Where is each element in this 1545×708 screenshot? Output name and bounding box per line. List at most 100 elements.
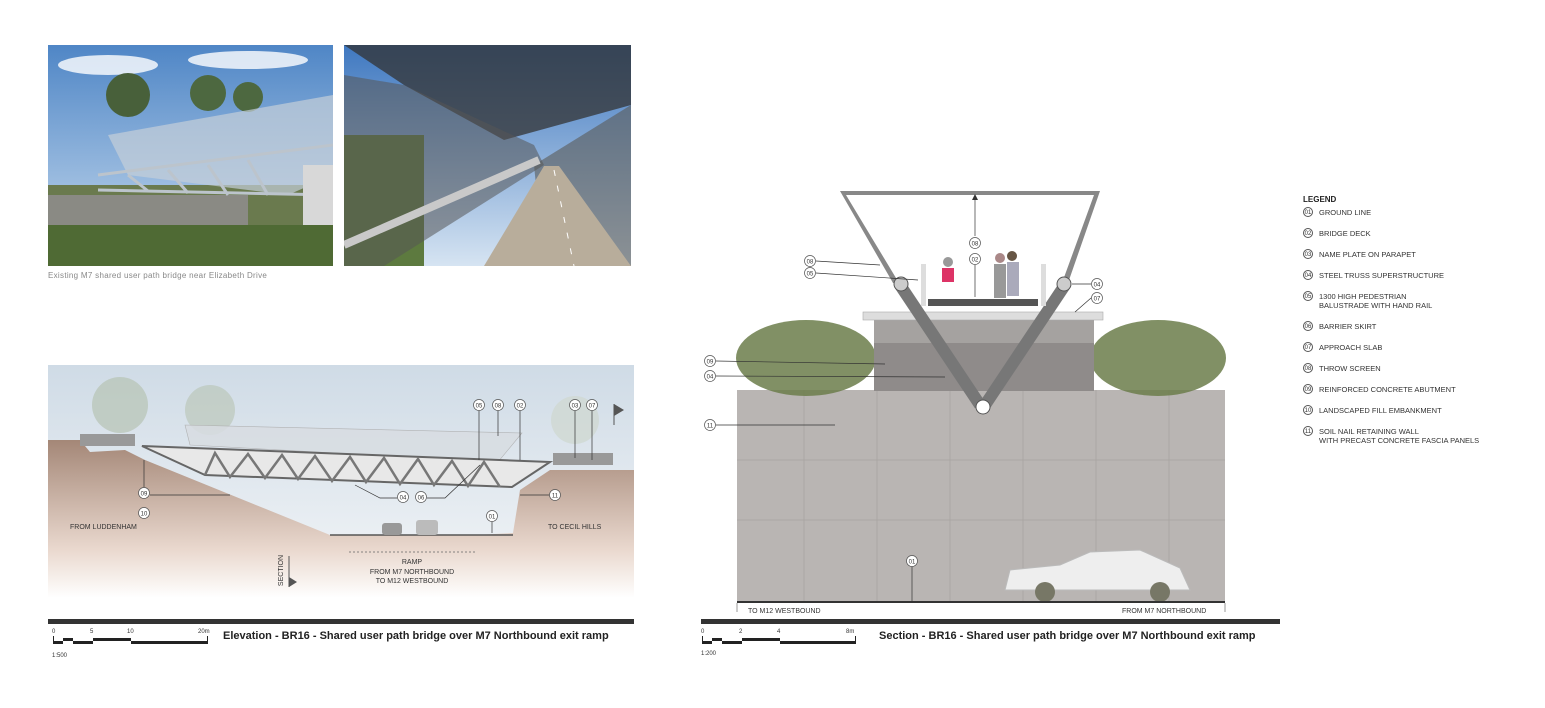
balustrade-right <box>1041 264 1046 306</box>
elevation-callouts: 05 08 02 03 07 09 10 04 06 11 01 <box>138 399 598 522</box>
callout-11: 11 <box>549 489 561 501</box>
vegetation-right <box>1090 320 1226 396</box>
svg-text:04: 04 <box>400 496 407 502</box>
legend-item: 01 GROUND LINE <box>1303 207 1372 217</box>
throw-screen-frame <box>840 191 1100 283</box>
legend-number: 07 <box>1303 342 1313 352</box>
label-from-luddenham: FROM LUDDENHAM <box>70 524 137 531</box>
photo-bridge-side-view <box>48 45 333 266</box>
callout-01: 01 <box>906 555 918 567</box>
svg-text:05: 05 <box>476 404 483 410</box>
callout-03: 03 <box>569 399 581 411</box>
legend-item: 10 LANDSCAPED FILL EMBANKMENT <box>1303 405 1442 415</box>
truss-deck <box>141 445 554 489</box>
callout-02: 02 <box>969 253 981 265</box>
elevation-scale-tick-5: 5 <box>90 629 94 635</box>
car <box>416 520 438 535</box>
elevation-scale-bar <box>53 636 208 644</box>
section-callouts: 08 02 08 05 04 07 09 04 11 01 <box>704 237 1103 567</box>
svg-text:04: 04 <box>1094 283 1101 289</box>
svg-text:02: 02 <box>972 258 979 264</box>
svg-text:11: 11 <box>552 494 559 500</box>
svg-text:02: 02 <box>517 404 524 410</box>
legend-number: 03 <box>1303 249 1313 259</box>
legend-number: 11 <box>1303 426 1313 436</box>
elevation-title-bar <box>48 619 634 624</box>
svg-text:09: 09 <box>141 492 148 498</box>
label-to-m12-westbound: TO M12 WESTBOUND <box>748 608 821 615</box>
legend-text: APPROACH SLAB <box>1319 343 1383 352</box>
bridge-side-photo-image <box>48 45 333 266</box>
legend-text: GROUND LINE <box>1319 208 1372 217</box>
section-drawing <box>715 191 1226 612</box>
elevation-scale-tick-0: 0 <box>52 629 56 635</box>
elevation-drawing <box>48 365 634 598</box>
legend-text: LANDSCAPED FILL EMBANKMENT <box>1319 406 1442 415</box>
callout-07: 07 <box>586 399 598 411</box>
label-from-m7-northbound: FROM M7 NORTHBOUND <box>1122 608 1207 615</box>
section-title: Section - BR16 - Shared user path bridge… <box>879 630 1256 642</box>
section-scale-ratio: 1:200 <box>701 651 717 657</box>
svg-text:01: 01 <box>489 515 496 521</box>
legend-text: BARRIER SKIRT <box>1319 322 1377 331</box>
legend-number: 08 <box>1303 363 1313 373</box>
legend-item: 09 REINFORCED CONCRETE ABUTMENT <box>1303 384 1456 394</box>
legend-number: 01 <box>1303 207 1313 217</box>
approach-slab <box>862 311 1104 321</box>
elevation-scale-tick-20: 20m <box>198 629 210 635</box>
callout-01: 01 <box>486 510 498 522</box>
legend-number: 09 <box>1303 384 1313 394</box>
callout-10: 10 <box>138 507 150 519</box>
car-silhouette <box>1004 549 1191 602</box>
svg-text:09: 09 <box>707 360 714 366</box>
callout-08: 08 <box>804 255 816 267</box>
callout-05: 05 <box>804 267 816 279</box>
elevation-scale-ratio: 1:500 <box>52 653 68 659</box>
truss-web <box>203 450 502 489</box>
legend-item: 07 APPROACH SLAB <box>1303 342 1383 352</box>
bridge-deck-photo-image <box>344 45 631 266</box>
vegetation-left <box>736 320 876 396</box>
svg-text:08: 08 <box>807 260 814 266</box>
svg-text:05: 05 <box>807 272 814 278</box>
legend-number: 10 <box>1303 405 1313 415</box>
section-scale-tick-2: 2 <box>739 629 743 635</box>
section-scale-tick-4: 4 <box>777 629 781 635</box>
svg-text:04: 04 <box>707 375 714 381</box>
svg-text:10: 10 <box>141 512 148 518</box>
ramp-label-line2: FROM M7 NORTHBOUND <box>369 568 455 576</box>
callout-11: 11 <box>704 419 716 431</box>
legend-text: BRIDGE DECK <box>1319 229 1371 238</box>
callout-09: 09 <box>704 355 716 367</box>
svg-text:08: 08 <box>495 404 502 410</box>
truss-member-right <box>980 281 1070 409</box>
section-scale-tick-0: 0 <box>701 629 705 635</box>
svg-text:08: 08 <box>972 242 979 248</box>
callout-05: 05 <box>473 399 485 411</box>
label-to-cecil-hills: TO CECIL HILLS <box>548 524 602 531</box>
section-arrow-icon <box>289 577 297 587</box>
ramp-label: RAMP FROM M7 NORTHBOUND TO M12 WESTBOUND <box>352 558 472 587</box>
section-marker-label: SECTION <box>278 554 286 587</box>
legend-heading: LEGEND <box>1303 195 1337 204</box>
left-abutment <box>80 434 135 446</box>
svg-text:01: 01 <box>909 560 916 566</box>
callout-08: 08 <box>969 237 981 249</box>
legend-item: 03 NAME PLATE ON PARAPET <box>1303 249 1416 259</box>
elevation-scale-tick-10: 10 <box>127 629 134 635</box>
svg-text:07: 07 <box>589 404 596 410</box>
section-scale-tick-8: 8m <box>846 629 855 635</box>
cyclist <box>943 257 953 267</box>
section-marker-icon <box>614 404 624 416</box>
right-abutment <box>553 453 613 465</box>
legend-text: NAME PLATE ON PARAPET <box>1319 250 1416 259</box>
section-scale-bar <box>702 636 856 644</box>
legend-text: REINFORCED CONCRETE ABUTMENT <box>1319 385 1456 394</box>
callout-09: 09 <box>138 487 150 499</box>
section-title-bar <box>701 619 1280 624</box>
